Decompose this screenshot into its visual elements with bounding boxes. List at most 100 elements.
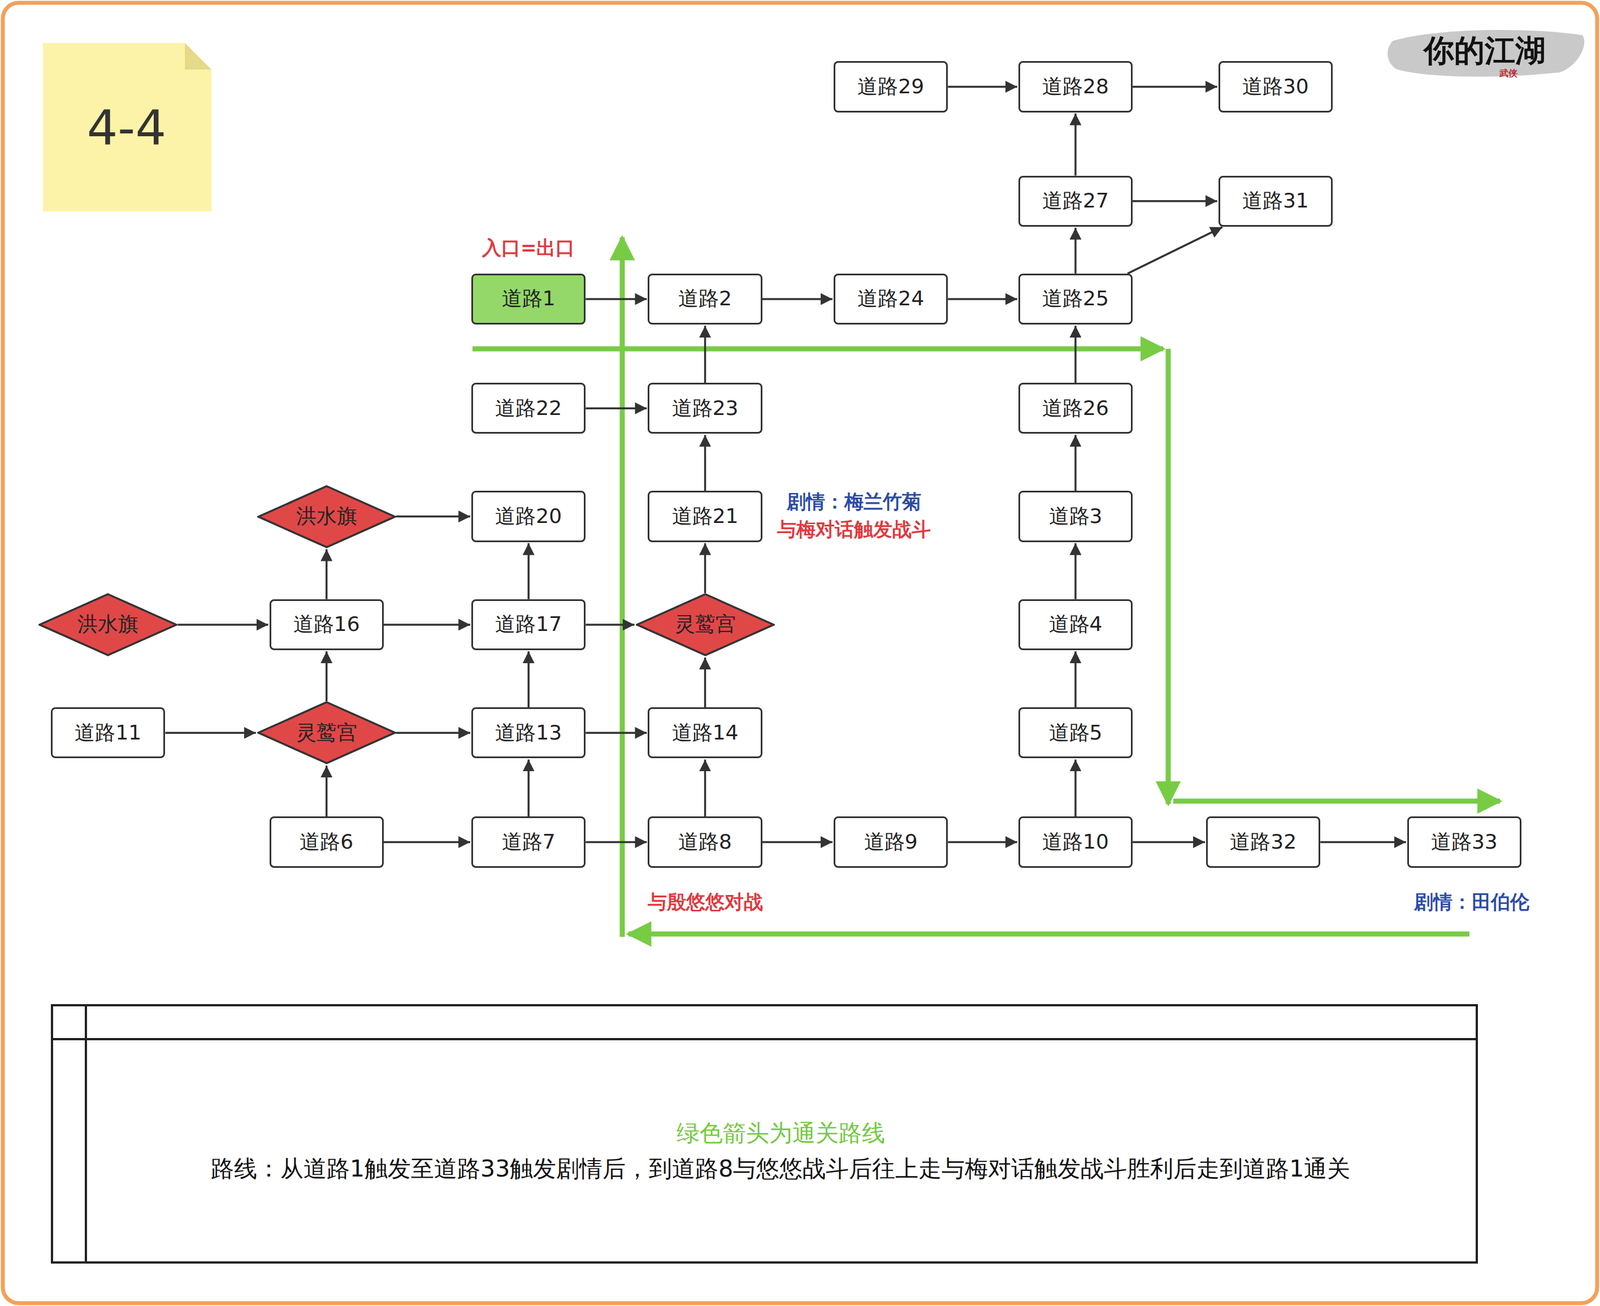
flow-arrow — [1132, 840, 1205, 844]
flow-arrow — [704, 434, 707, 491]
flow-arrow — [1074, 113, 1077, 176]
node-text: 道路22 — [495, 394, 562, 423]
process-box: 道路13 — [471, 707, 586, 758]
flow-arrow — [585, 406, 647, 410]
flow-arrow — [165, 731, 256, 735]
flow-arrow — [1074, 434, 1077, 491]
node-text: 道路9 — [864, 827, 918, 856]
process-box: 道路27 — [1018, 175, 1133, 227]
process-box: 道路17 — [471, 599, 586, 650]
table-border — [51, 1004, 1477, 1263]
node-text: 道路5 — [1048, 718, 1103, 747]
decision-diamond: 洪水旗 — [257, 484, 397, 549]
node-text: 道路7 — [501, 827, 556, 856]
node-text: 道路16 — [293, 610, 361, 639]
process-box: 道路25 — [1018, 273, 1133, 325]
note-table — [51, 1004, 1477, 1263]
flow-arrow — [704, 325, 707, 383]
process-box: 道路20 — [471, 490, 586, 542]
node-text: 灵鹫宫 — [296, 718, 358, 747]
entry-note: 入口=出口 — [482, 235, 576, 262]
flow-arrow — [527, 759, 530, 817]
node-text: 道路4 — [1048, 610, 1103, 639]
decision-diamond: 灵鹫宫 — [635, 592, 775, 657]
decision-diamond: 灵鹫宫 — [257, 700, 397, 765]
process-box: 道路24 — [833, 273, 948, 325]
flow-arrow — [947, 840, 1018, 844]
logo-brush — [1387, 29, 1585, 77]
flow-arrow — [1320, 840, 1406, 844]
route-note: 路线：从道路1触发至道路33触发剧情后，到道路8与悠悠战斗后往上走与梅对话触发战… — [210, 1152, 1351, 1185]
flow-arrow — [585, 731, 647, 735]
flow-arrow — [1074, 651, 1077, 708]
flow-arrow — [947, 297, 1018, 301]
node-text: 灵鹫宫 — [674, 610, 736, 639]
process-box: 道路7 — [471, 816, 586, 867]
node-text: 道路31 — [1242, 187, 1309, 215]
flow-arrow — [396, 731, 471, 735]
route-arrow — [619, 237, 626, 937]
node-text: 道路24 — [857, 284, 925, 313]
flow-arrow — [1132, 85, 1218, 89]
flow-arrow — [947, 85, 1018, 89]
logo-text: 你的江湖 — [1423, 30, 1546, 72]
node-text: 道路6 — [299, 827, 354, 856]
process-box: 道路26 — [1018, 382, 1133, 434]
flow-arrow — [383, 840, 471, 844]
flow-arrow — [177, 623, 268, 626]
process-box: 道路5 — [1018, 707, 1133, 758]
logo-stamp: 武侠 — [1499, 67, 1518, 80]
process-box: 道路3 — [1018, 490, 1133, 542]
node-text: 道路27 — [1042, 187, 1109, 215]
process-box: 道路11 — [50, 707, 166, 758]
node-text: 道路3 — [1048, 502, 1103, 531]
process-box: 道路28 — [1018, 61, 1133, 112]
route-arrow — [628, 931, 1470, 937]
flow-arrow — [585, 623, 635, 626]
flow-arrow — [325, 651, 328, 701]
node-text: 道路1 — [501, 284, 556, 313]
legend-note: 绿色箭头为通关路线 — [676, 1117, 886, 1149]
flow-arrow — [1074, 759, 1077, 817]
sticky-note — [42, 42, 212, 212]
process-box: 道路10 — [1018, 816, 1133, 867]
decision-diamond: 洪水旗 — [38, 592, 178, 657]
process-box: 道路21 — [647, 490, 762, 542]
node-text: 道路2 — [678, 284, 732, 313]
node-text: 道路14 — [671, 718, 739, 747]
process-box: 道路30 — [1218, 61, 1333, 112]
node-text: 道路32 — [1229, 827, 1297, 856]
flow-arrow — [704, 759, 707, 817]
flow-arrow — [585, 840, 647, 844]
node-text: 道路30 — [1242, 72, 1309, 101]
node-text: 道路25 — [1042, 284, 1109, 313]
start-box: 道路1 — [471, 273, 586, 325]
node-text: 道路28 — [1042, 72, 1109, 101]
node-text: 道路10 — [1042, 827, 1109, 856]
diamond-outline — [636, 593, 774, 656]
route-arrows — [472, 237, 1500, 937]
node-text: 道路23 — [671, 394, 739, 423]
node-text: 洪水旗 — [77, 610, 139, 639]
story-note: 剧情：田伯伦 — [1414, 889, 1530, 916]
process-box: 道路9 — [833, 816, 948, 867]
process-box: 道路16 — [269, 599, 384, 650]
node-text: 道路33 — [1431, 827, 1498, 856]
diamond-outline — [39, 593, 177, 656]
route-arrow — [1165, 348, 1172, 804]
story-note: 剧情：梅兰竹菊 — [786, 488, 922, 515]
battle-note: 与梅对话触发战斗 — [777, 516, 931, 543]
flow-arrow — [704, 657, 707, 708]
process-box: 道路2 — [647, 273, 762, 325]
table-rule — [84, 1004, 88, 1263]
sheet-number: 4-4 — [87, 99, 167, 156]
battle-note: 与殷悠悠对战 — [647, 889, 763, 916]
flow-arrow — [762, 840, 833, 844]
flow-arrow — [1074, 543, 1077, 600]
node-text: 道路13 — [495, 718, 562, 747]
process-box: 道路31 — [1218, 175, 1333, 227]
flow-arrow — [527, 651, 530, 708]
node-text: 道路21 — [671, 502, 739, 531]
